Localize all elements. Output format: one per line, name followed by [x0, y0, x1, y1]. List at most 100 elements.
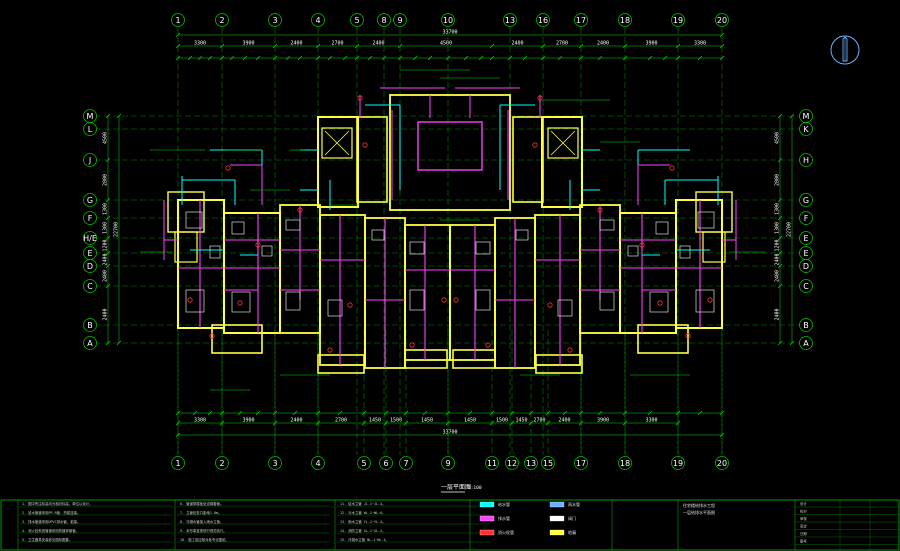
- wall-balcony: [535, 354, 583, 374]
- dim-tick: [367, 55, 373, 61]
- dim-tick: [662, 55, 668, 61]
- legend-label: 消火栓管: [498, 529, 514, 535]
- axis-bottom-12: 12: [505, 456, 519, 470]
- north-arrow-icon: [830, 35, 860, 65]
- dim-text: 4500: [103, 132, 109, 144]
- dim-tick: [422, 410, 428, 416]
- axis-bubble-label: 5: [354, 16, 359, 25]
- note-line: 12. 污水立管 WL-1~WL-6。: [340, 510, 386, 515]
- floor-drain-icon: [549, 529, 565, 536]
- axis-bubble-label: F: [88, 214, 93, 223]
- dim-tick: [229, 55, 235, 61]
- axis-left-M: M: [83, 109, 97, 123]
- riser-pipe-icon: [567, 347, 573, 353]
- axis-bubble: [505, 456, 519, 470]
- legend-label: 雨水管: [568, 501, 580, 507]
- axis-bubble-label: C: [803, 282, 809, 291]
- axis-top-16: 16: [536, 13, 550, 27]
- sanitary-fixture: [231, 291, 251, 313]
- wall-balcony: [317, 354, 365, 374]
- dim-tick: [412, 55, 418, 61]
- dim-tick: [467, 410, 473, 416]
- dim-text: 22700: [787, 222, 793, 237]
- dim-tick: [207, 55, 213, 61]
- axis-bubble-label: 1: [175, 459, 180, 468]
- dim-text: 1450: [515, 418, 527, 424]
- axis-bubble-label: 19: [673, 459, 683, 468]
- wall-balcony: [404, 349, 448, 369]
- dim-text: 1450: [369, 418, 381, 424]
- axis-bubble-label: K: [803, 125, 809, 134]
- note-line: 5. 卫生器具安装参见国标图集。: [22, 537, 72, 542]
- axis-bubble: [83, 318, 97, 332]
- axis-right-F: F: [799, 211, 813, 225]
- axis-grid: [95, 28, 800, 455]
- riser-pipe-icon: [669, 165, 675, 171]
- floor-plan[interactable]: [140, 69, 765, 391]
- axis-bubble: [357, 456, 371, 470]
- dim-text: 2400: [103, 308, 109, 320]
- axis-bubble-label: J: [88, 156, 91, 165]
- riser-pipe-icon: [297, 207, 303, 213]
- wall-central-shaft: [389, 94, 511, 211]
- axis-bubble: [83, 259, 97, 273]
- legend-item: 地漏: [549, 529, 576, 536]
- title-row-label: 日期: [800, 531, 807, 536]
- wall-side-room: [174, 231, 198, 263]
- legend-item: 阀门: [549, 515, 576, 522]
- title-row-label: 图号: [800, 539, 807, 544]
- note-line: 3. 排水管道采用UPVC排水管，粘接。: [22, 519, 80, 524]
- dim-text: 3900: [242, 418, 254, 424]
- axis-top-8: 8: [377, 13, 391, 27]
- dim-text: 2400: [511, 41, 523, 47]
- axis-left-L: L: [83, 122, 97, 136]
- dim-tick: [242, 55, 248, 61]
- axis-bubble: [83, 336, 97, 350]
- riser-pipe-icon: [209, 333, 215, 339]
- axis-bubble: [83, 211, 97, 225]
- notes-right-block: 11. 给水立管 JL-1~JL-4。12. 污水立管 WL-1~WL-6。13…: [337, 501, 490, 543]
- axis-bubble: [83, 193, 97, 207]
- dim-text: 1450: [464, 418, 476, 424]
- dim-text: 1200: [103, 239, 109, 251]
- axis-bubble-label: 15: [543, 459, 553, 468]
- sanitary-fixture: [185, 289, 205, 313]
- dim-tick: [255, 410, 261, 416]
- dim-text: 2400: [558, 418, 570, 424]
- dim-text: 1300: [775, 203, 781, 215]
- axis-bubble-label: 17: [576, 16, 586, 25]
- legend-item: 排水管: [479, 515, 510, 522]
- riser-pipe-icon: [357, 95, 363, 101]
- legend-item: 消火栓管: [479, 529, 514, 536]
- axis-bubble-label: 2: [219, 459, 224, 468]
- dim-text: 4500: [440, 41, 452, 47]
- axis-bubble-label: A: [803, 339, 809, 348]
- axis-bubble-label: E: [87, 249, 92, 258]
- title-row-label: 审定: [800, 524, 807, 529]
- sanitary-fixture: [185, 211, 203, 229]
- axis-bubble-label: 3: [272, 459, 277, 468]
- sanitary-fixture: [599, 291, 615, 311]
- dim-tick: [478, 55, 484, 61]
- dim-tick: [427, 55, 433, 61]
- axis-bubble: [799, 259, 813, 273]
- riser-pipe-icon: [485, 342, 491, 348]
- axis-right-M: M: [799, 109, 813, 123]
- sanitary-fixture: [515, 229, 529, 241]
- wall-stair-core: [512, 116, 544, 203]
- dim-text: 1300: [103, 222, 109, 234]
- note-line: 7. 立管检查口距地1.0m。: [180, 510, 221, 515]
- plan-title-group: 一层平面图 1:100: [441, 484, 482, 493]
- dim-text: 33700: [442, 30, 457, 36]
- title-row-label: 审核: [800, 516, 807, 521]
- axis-left-B: B: [83, 318, 97, 332]
- note-line: 4. 消火栓系统管道采用热镀锌钢管。: [22, 528, 79, 533]
- water-pipe-icon: [479, 501, 495, 508]
- dim-tick: [597, 410, 603, 416]
- axis-bubble: [671, 13, 685, 27]
- axis-bubble: [715, 13, 729, 27]
- axis-bubble-label: 18: [620, 459, 630, 468]
